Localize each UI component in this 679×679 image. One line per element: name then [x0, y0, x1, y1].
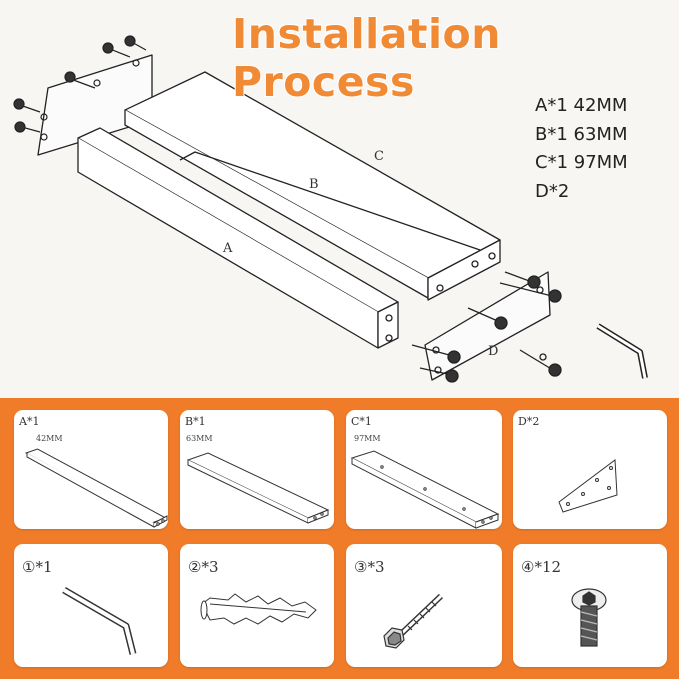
part-size: 42MM	[36, 434, 63, 443]
label-a: A	[222, 241, 233, 256]
hardware-label: ①*1	[22, 558, 53, 576]
wall-anchor-icon	[200, 593, 317, 625]
part-size: 63MM	[186, 434, 213, 443]
label-d: D	[488, 344, 498, 359]
hardware-card-1: ①*1	[14, 544, 168, 667]
board-c-icon	[350, 450, 500, 529]
part-card-c: C*1 97MM	[346, 410, 502, 529]
part-card-d: D*2	[513, 410, 667, 529]
hardware-card-3: ③*3	[346, 544, 502, 667]
hardware-card-2: ②*3	[180, 544, 334, 667]
spec-list: A*1 42MM B*1 63MM C*1 97MM D*2	[535, 92, 628, 206]
spec-b: B*1 63MM	[535, 123, 628, 145]
spec-a: A*1 42MM	[535, 95, 628, 116]
spec-c: C*1 97MM	[535, 152, 628, 173]
diagram-area: C B A D Installation Process A*1 42MM B*…	[13, 9, 648, 383]
board-a-icon	[24, 448, 168, 528]
part-card-b: B*1 63MM	[180, 410, 334, 529]
left-bolts	[13, 35, 147, 141]
board-b-icon	[186, 452, 330, 524]
label-c: C	[374, 149, 384, 164]
hardware-label: ④*12	[521, 558, 562, 576]
assembly-diagram: C B A D	[13, 35, 648, 383]
part-label: A*1	[19, 415, 40, 428]
part-card-a: A*1 42MM	[14, 410, 168, 529]
label-b: B	[309, 177, 319, 192]
spec-d: D*2	[535, 180, 570, 202]
part-label: D*2	[518, 415, 540, 428]
parts-panel: A*1 42MM B*1 63MM	[0, 398, 679, 679]
hardware-label: ②*3	[188, 558, 219, 576]
part-label: C*1	[351, 415, 372, 428]
bracket-plate-icon	[558, 459, 618, 513]
part-label: B*1	[185, 415, 206, 428]
page-title: Installation Process	[231, 9, 501, 107]
screw-icon	[383, 593, 444, 649]
hardware-label: ③*3	[354, 558, 385, 576]
part-size: 97MM	[354, 434, 381, 443]
bolt-icon	[571, 588, 607, 647]
hardware-card-4: ④*12	[513, 544, 667, 667]
hex-key-icon	[62, 586, 137, 655]
